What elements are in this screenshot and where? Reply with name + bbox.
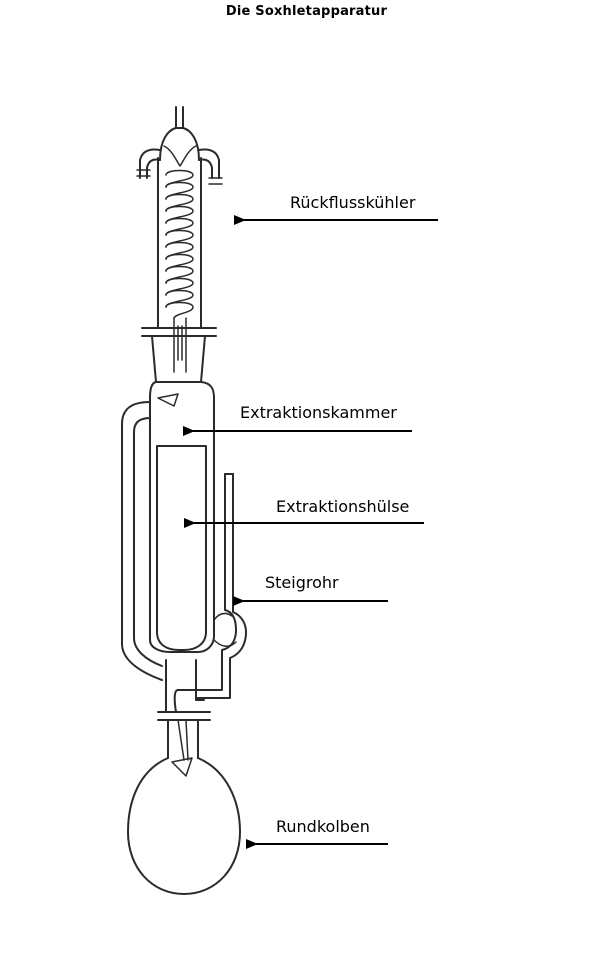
reflux-condenser xyxy=(136,106,223,383)
extraction-chamber xyxy=(121,381,247,713)
label-chamber: Extraktionskammer xyxy=(240,403,397,422)
extraction-thimble xyxy=(156,445,207,651)
label-condenser: Rückflusskühler xyxy=(290,193,416,212)
condenser-coil xyxy=(165,169,194,319)
round-bottom-flask xyxy=(127,711,241,895)
label-thimble: Extraktionshülse xyxy=(276,497,410,516)
label-siphon: Steigrohr xyxy=(265,573,339,592)
label-flask: Rundkolben xyxy=(276,817,370,836)
page-title: Die Soxhletapparatur xyxy=(225,4,388,19)
